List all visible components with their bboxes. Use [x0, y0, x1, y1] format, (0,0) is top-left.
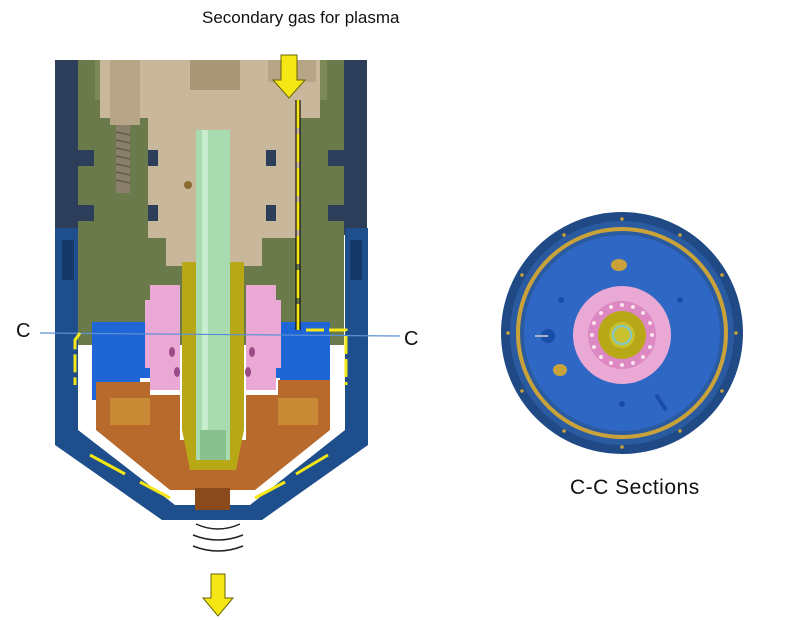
gas-flow-path: [73, 100, 348, 500]
port-left: [553, 364, 567, 376]
plasma-arcs: [192, 523, 244, 552]
torch-cross-section: [39, 54, 401, 617]
plasma-outlet-arrow: [201, 573, 235, 617]
section-marker-left: C: [16, 320, 31, 342]
diagram-title: Secondary gas for plasma: [202, 8, 400, 27]
gas-inlet-arrow: [271, 54, 307, 99]
c-c-section-view: [501, 212, 743, 454]
section-cut-line: [39, 332, 401, 337]
swirl-ring-left: [145, 285, 180, 390]
swirl-holes: [590, 303, 654, 367]
port-top: [611, 259, 627, 271]
swirl-ring-right: [246, 285, 281, 390]
electrode: [196, 130, 230, 460]
nozzle: [96, 380, 330, 490]
section-caption: C-C Sections: [570, 476, 700, 499]
section-marker-right: C: [404, 328, 419, 350]
gold-ring: [516, 227, 728, 439]
